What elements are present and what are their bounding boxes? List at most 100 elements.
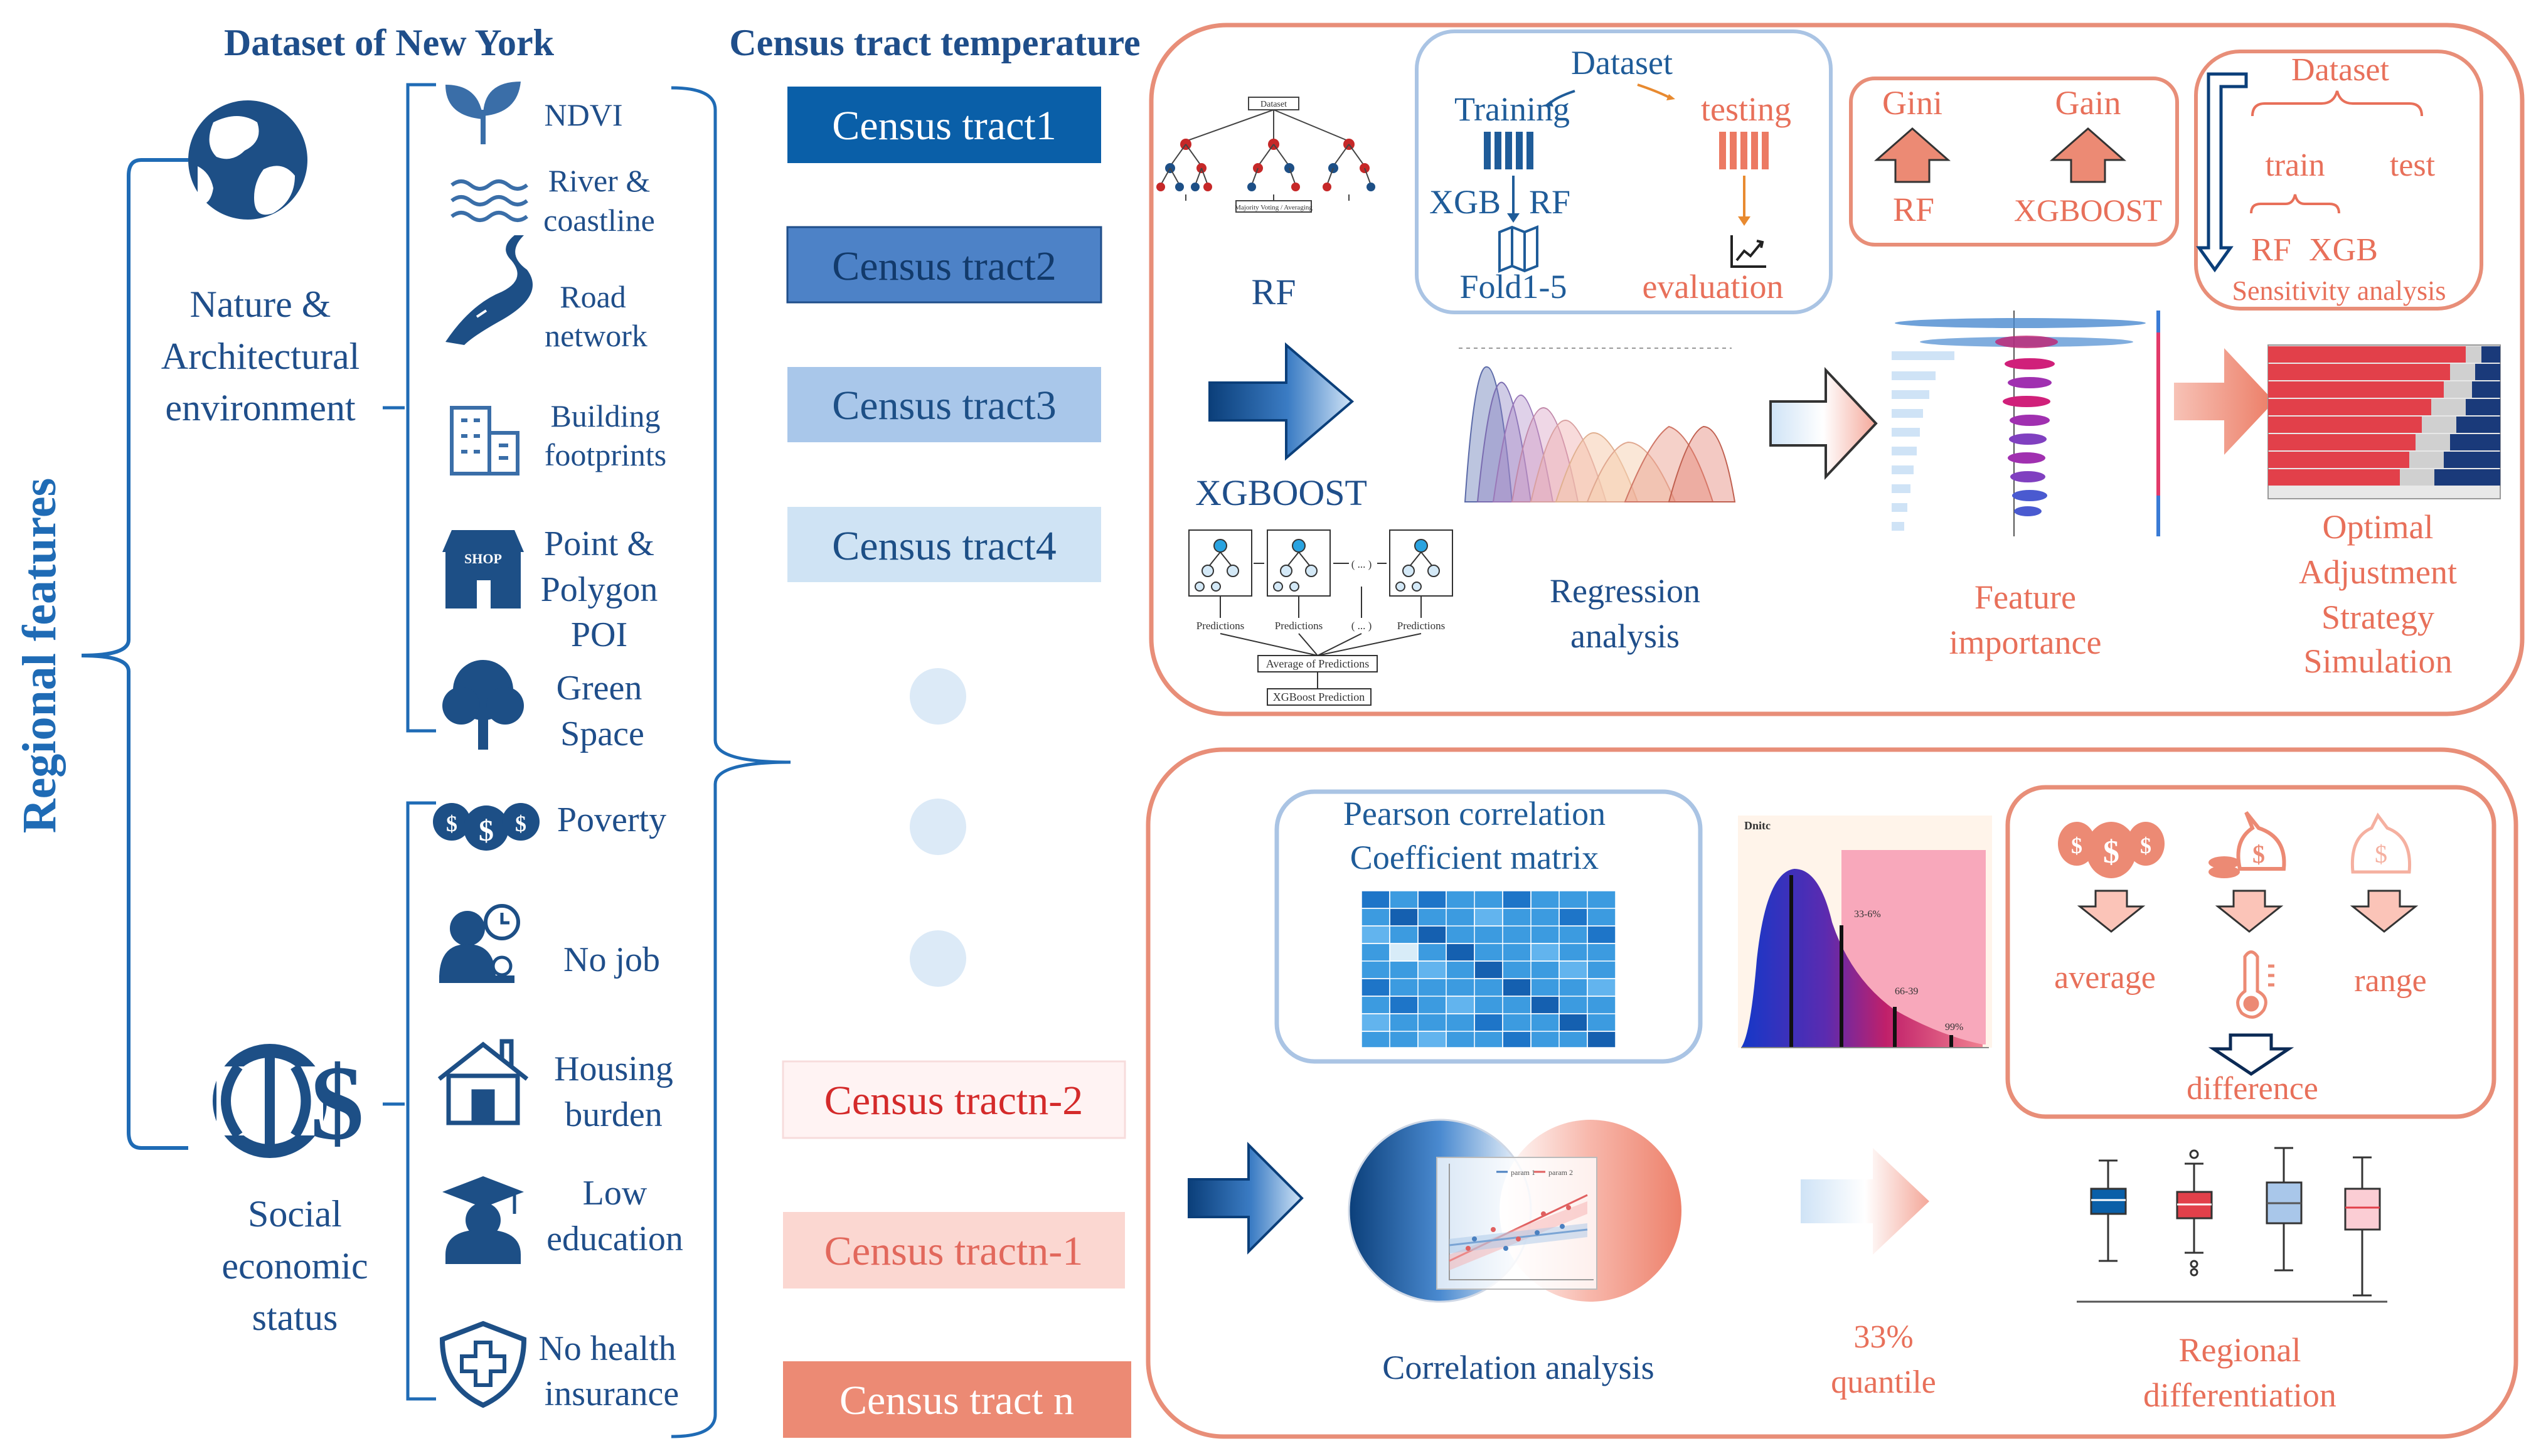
shop-icon: SHOP (442, 530, 524, 608)
svg-text:$: $ (479, 814, 494, 848)
feature-caption-2: importance (1949, 624, 2102, 661)
regression-to-feature-arrow (1769, 366, 1878, 481)
correlation-matrix-heatmap (1361, 890, 1616, 1048)
ellipsis-dot-1 (910, 668, 966, 725)
correlation-caption: Correlation analysis (1382, 1349, 1654, 1386)
regional-brace (81, 158, 188, 1150)
xgb-pred-ellipsis: ( ... ) (1351, 620, 1372, 632)
health-shield-icon (439, 1320, 527, 1408)
xgb-pred-3: Predictions (1397, 620, 1446, 632)
tract-label-n2: Census tractn-2 (824, 1078, 1083, 1124)
xgb-avg-label: Average of Predictions (1266, 657, 1370, 670)
ndvi-label: NDVI (545, 97, 623, 132)
currency-globe-icon: $ (213, 1044, 364, 1162)
stats-box (2005, 785, 2496, 1119)
cv-xgb: XGB (1429, 183, 1501, 221)
folded-map-icon (1498, 225, 1538, 273)
feature-caption-1: Feature (1974, 578, 2076, 616)
xgb-pred-ellipsis-top: ( ... ) (1351, 558, 1372, 570)
line-chart-icon (1730, 235, 1766, 268)
road-label-1: Road (560, 279, 626, 314)
ml-panel (1149, 23, 2525, 716)
optimal-caption-3: Strategy (2321, 598, 2434, 636)
optimal-stacked-bars (2267, 344, 2501, 499)
house-icon (437, 1039, 529, 1125)
tract-label-n: Census tract n (839, 1378, 1074, 1423)
social-group-line3: status (252, 1297, 338, 1338)
tract-label-2: Census tract2 (832, 243, 1056, 289)
poi-label-1: Point & (544, 524, 654, 563)
tract-label-n1: Census tractn-1 (824, 1228, 1083, 1274)
worker-clock-icon (439, 904, 520, 983)
quantile-caption-2: quantile (1831, 1364, 1936, 1400)
tract-box-1: Census tract1 (787, 87, 1101, 163)
pearson-box (1274, 789, 1703, 1064)
sens-dataset: Dataset (2291, 52, 2389, 88)
cv-fold: Fold1-5 (1459, 268, 1567, 306)
rf-caption: RF (1252, 272, 1296, 312)
thermometer-icon (2236, 950, 2274, 1019)
range-label: range (2354, 963, 2426, 999)
sensitivity-box (2194, 50, 2483, 311)
svg-text:Dnitc: Dnitc (1744, 819, 1771, 832)
svg-text:param 2: param 2 (1548, 1168, 1573, 1177)
testing-bars-icon (1719, 132, 1769, 169)
pearson-title-1: Pearson correlation (1343, 795, 1606, 832)
tract-box-2: Census tract2 (786, 226, 1102, 304)
tract-label-3: Census tract3 (832, 383, 1056, 428)
social-group-line2: economic (221, 1245, 368, 1287)
regression-caption-1: Regression (1550, 572, 1700, 610)
optimal-caption-1: Optimal (2323, 508, 2434, 546)
features-brace (671, 86, 791, 1438)
river-label-2: coastline (543, 203, 655, 238)
svg-text:$: $ (515, 811, 526, 836)
insurance-label-1: No health (538, 1329, 676, 1368)
sprout-icon (445, 82, 521, 144)
poi-label-3: POI (571, 615, 627, 654)
tract-box-4: Census tract4 (787, 507, 1101, 582)
svg-text:33-6%: 33-6% (1854, 909, 1881, 920)
cv-dataset: Dataset (1571, 44, 1673, 82)
nature-group-line2: Architectural (161, 336, 360, 377)
building-label-1: Building (550, 398, 660, 433)
tract-label-1: Census tract1 (832, 103, 1056, 149)
correlation-venn: param 1 param 2 (1348, 1119, 1681, 1303)
cv-evaluation: evaluation (1643, 268, 1784, 306)
range-down-arrow (2350, 890, 2419, 933)
poverty-label: Poverty (557, 800, 666, 839)
rf-tree-diagram: Dataset Majority Voting / Averaging (1156, 97, 1375, 213)
xgb-tree-diagram (1188, 529, 1453, 706)
sens-rf: RF (2251, 232, 2291, 268)
average-label: average (2054, 960, 2156, 996)
quantile-caption-1: 33% (1853, 1319, 1913, 1355)
svg-text:99%: 99% (1945, 1022, 1963, 1033)
regression-density-plot (1459, 348, 1736, 502)
svg-text:SHOP: SHOP (464, 551, 502, 566)
regional-features-label: Regional features (13, 478, 66, 833)
poi-label-2: Polygon (541, 570, 658, 609)
housing-label-2: burden (565, 1095, 663, 1134)
road-icon (445, 235, 533, 345)
tract-column-title: Census tract temperature (729, 22, 1140, 63)
river-label-1: River & (548, 163, 650, 198)
xgb-pred-1: Predictions (1196, 620, 1245, 632)
average-down-arrow (2077, 890, 2146, 933)
social-group-line1: Social (248, 1193, 342, 1235)
social-bracket (406, 801, 436, 1401)
education-label-1: Low (583, 1174, 647, 1213)
nature-bracket (406, 83, 436, 733)
svg-text:$: $ (446, 811, 457, 836)
svg-text:$: $ (311, 1044, 364, 1162)
building-label-2: footprints (545, 437, 666, 472)
svg-text:Majority Voting / Averaging: Majority Voting / Averaging (1235, 204, 1313, 211)
range-money-bag-icon: $ (2350, 812, 2412, 874)
cv-rf: RF (1529, 183, 1570, 221)
svg-text:$: $ (2103, 834, 2119, 870)
money-bags-icon: $ $ $ (433, 803, 540, 851)
pearson-title-2: Coefficient matrix (1350, 839, 1599, 876)
difference-down-arrow (2208, 1033, 2294, 1076)
gain-label: Gain (2055, 84, 2121, 122)
tract-label-4: Census tract4 (832, 523, 1056, 569)
gain-xgb-label: XGBOOST (2014, 193, 2162, 228)
